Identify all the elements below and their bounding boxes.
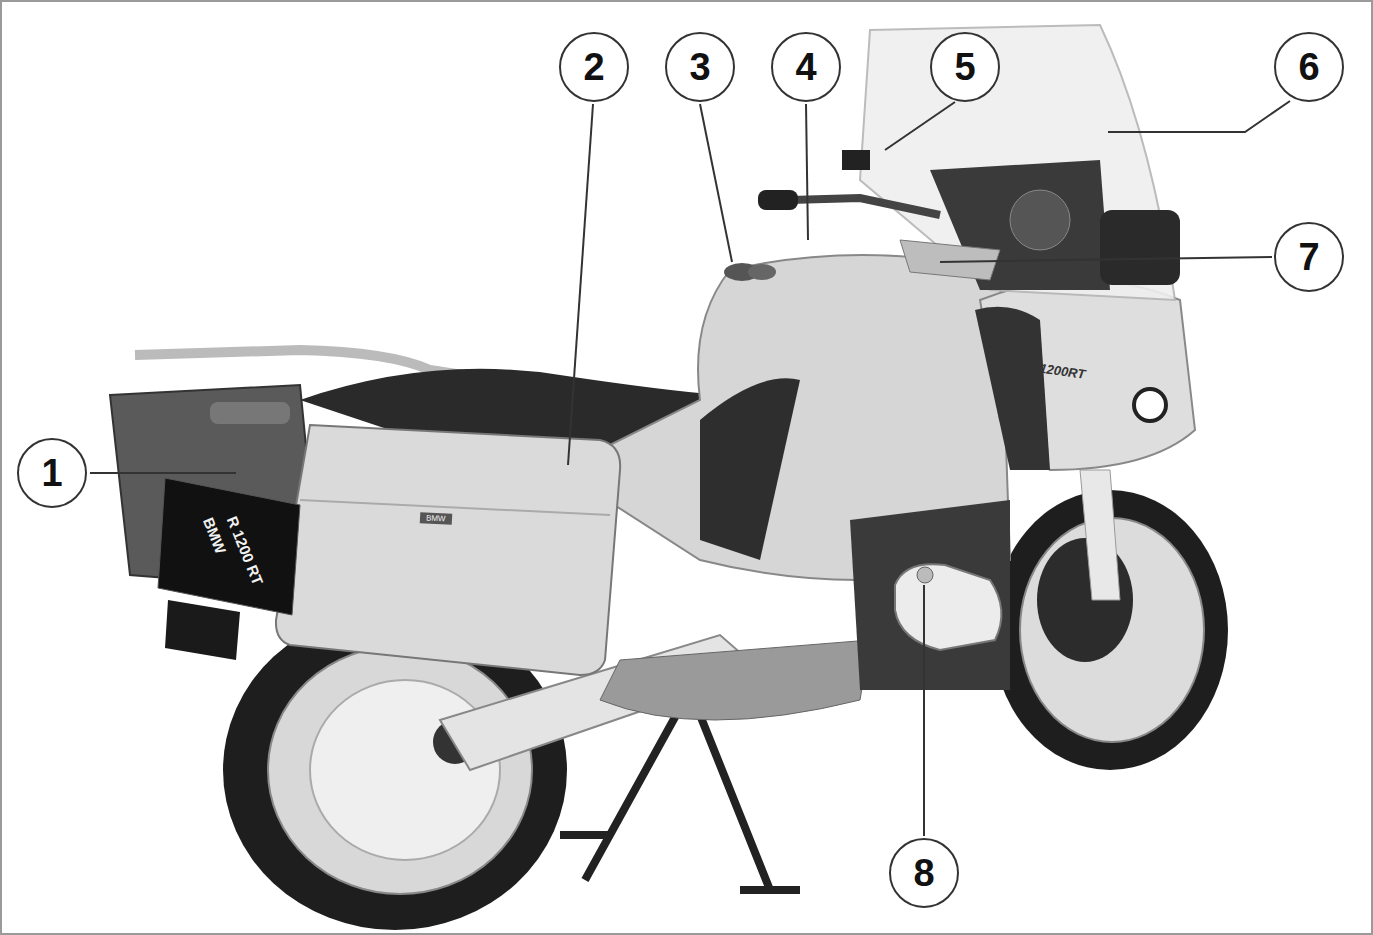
- leader-line: [568, 104, 593, 465]
- leader-line: [700, 104, 732, 262]
- engine-underside: [600, 640, 870, 720]
- leader-line: [1108, 101, 1290, 132]
- front-fork: [1080, 470, 1120, 600]
- callout-number: 1: [17, 438, 87, 508]
- leader-line: [940, 257, 1272, 262]
- tank-vent: [748, 264, 776, 280]
- leader-line: [923, 585, 925, 836]
- callout-number: 5: [930, 32, 1000, 102]
- grip: [758, 190, 798, 210]
- instrument: [1010, 190, 1070, 250]
- callout-number: 7: [1274, 222, 1344, 292]
- leader-line: [90, 472, 236, 474]
- callout-number: 2: [559, 32, 629, 102]
- centerstand: [560, 690, 800, 890]
- fairing-side: [975, 307, 1050, 470]
- handlebar: [790, 198, 940, 215]
- pannier-seam: [300, 500, 610, 515]
- brake-reservoir: [842, 150, 870, 170]
- callout-number: 6: [1274, 32, 1344, 102]
- callout-number: 8: [889, 838, 959, 908]
- model-badge: R1200RT: [1030, 359, 1087, 382]
- badge-text: BMW: [420, 512, 452, 525]
- knee-recess: [700, 378, 800, 560]
- engine-cylinder: [895, 564, 1001, 650]
- plate-text: R 1200 RT: [224, 513, 267, 587]
- leader-line: [806, 104, 808, 240]
- mirror-housing: [1100, 210, 1180, 285]
- rear-rim: [268, 646, 532, 894]
- roundel: [1134, 389, 1166, 421]
- license-plate: [158, 478, 300, 615]
- callout-number: 4: [771, 32, 841, 102]
- oil-filler: [917, 567, 933, 583]
- leader-line: [885, 102, 955, 150]
- plate-bracket: [165, 600, 240, 660]
- engine-frame: [850, 500, 1010, 690]
- tail-light: [210, 402, 290, 424]
- callout-number: 3: [665, 32, 735, 102]
- triple-clamp: [900, 240, 1000, 280]
- leader-lines: [90, 101, 1290, 836]
